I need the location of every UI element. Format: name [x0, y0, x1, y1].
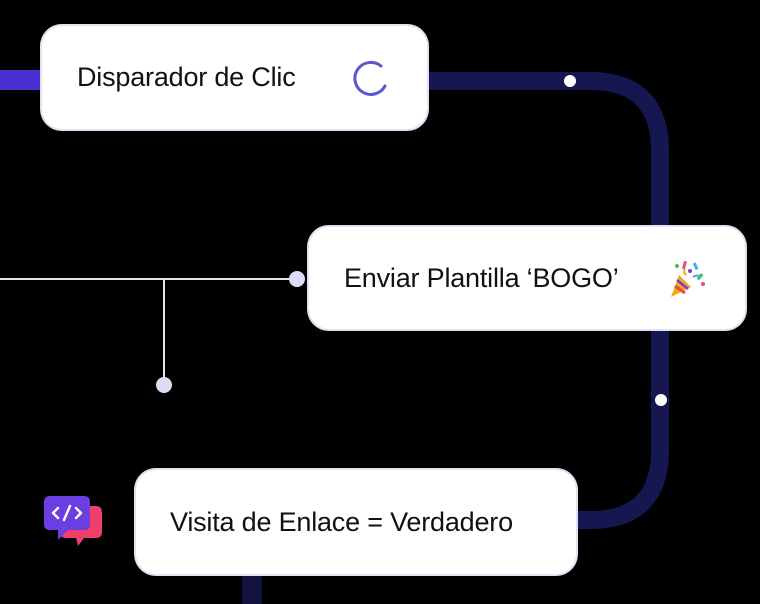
trigger-node-label: Disparador de Clic	[77, 62, 296, 92]
condition-node-label: Visita de Enlace = Verdadero	[170, 506, 513, 537]
connector-dot-right	[655, 394, 667, 406]
condition-node[interactable]: Visita de Enlace = Verdadero	[134, 468, 578, 576]
party-popper-icon	[671, 260, 705, 297]
branch-dot-bottom	[156, 377, 172, 393]
code-chat-bubbles-icon	[44, 496, 102, 546]
loading-spinner-icon	[353, 60, 387, 96]
template-node-label: Enviar Plantilla ‘BOGO’	[344, 262, 619, 293]
connector-dot-top	[564, 75, 576, 87]
branch-dot-end	[289, 271, 305, 287]
connector-trigger-to-template	[426, 72, 669, 230]
connector-template-to-condition	[576, 330, 669, 529]
template-node[interactable]: Enviar Plantilla ‘BOGO’	[307, 225, 747, 331]
exit-connector	[242, 576, 262, 604]
trigger-node[interactable]: Disparador de Clic	[40, 24, 429, 131]
entry-connector	[0, 70, 44, 90]
